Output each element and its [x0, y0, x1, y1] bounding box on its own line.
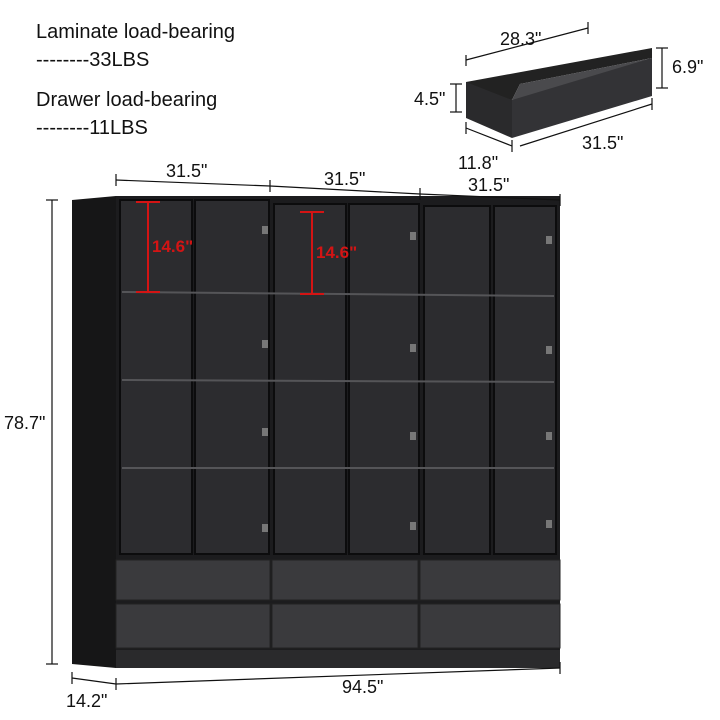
shelves — [121, 291, 555, 469]
section-3-width-label: 31.5" — [468, 175, 510, 195]
drawer-side — [466, 82, 512, 138]
cabinet-dimension-lines — [46, 174, 561, 690]
total-height-label: 78.7" — [4, 413, 46, 433]
laminate-load-value: --------33LBS — [36, 49, 150, 71]
shelf-gap-1-label: 14.6" — [152, 237, 194, 256]
drawer-height-inner-label: 4.5" — [414, 89, 446, 109]
drawer-fronts — [115, 559, 561, 668]
drawer-top-rim — [466, 48, 652, 100]
drawer-height-outer-label: 6.9" — [672, 57, 704, 77]
drawer-illustration — [450, 22, 668, 152]
drawer-length-label: 31.5" — [582, 133, 624, 153]
door-hinges — [262, 226, 552, 532]
section-1-width-label: 31.5" — [166, 161, 208, 181]
total-width-label: 94.5" — [342, 677, 384, 697]
glass-doors — [119, 199, 557, 555]
shelf-gap-2-label: 14.6" — [316, 243, 358, 262]
cabinet-side-panel — [72, 196, 116, 668]
cabinet-depth-label: 14.2" — [66, 691, 108, 711]
drawer-load-title: Drawer load-bearing — [36, 89, 218, 111]
drawer-front — [512, 58, 652, 138]
drawer-depth-label: 11.8" — [458, 153, 499, 173]
laminate-load-title: Laminate load-bearing — [36, 21, 236, 43]
drawer-load-value: --------11LBS — [36, 117, 148, 139]
shelf-gap-markers — [136, 201, 324, 295]
cabinet-illustration — [72, 196, 561, 668]
section-2-width-label: 31.5" — [324, 169, 366, 189]
drawer-width-label: 28.3" — [500, 29, 542, 49]
